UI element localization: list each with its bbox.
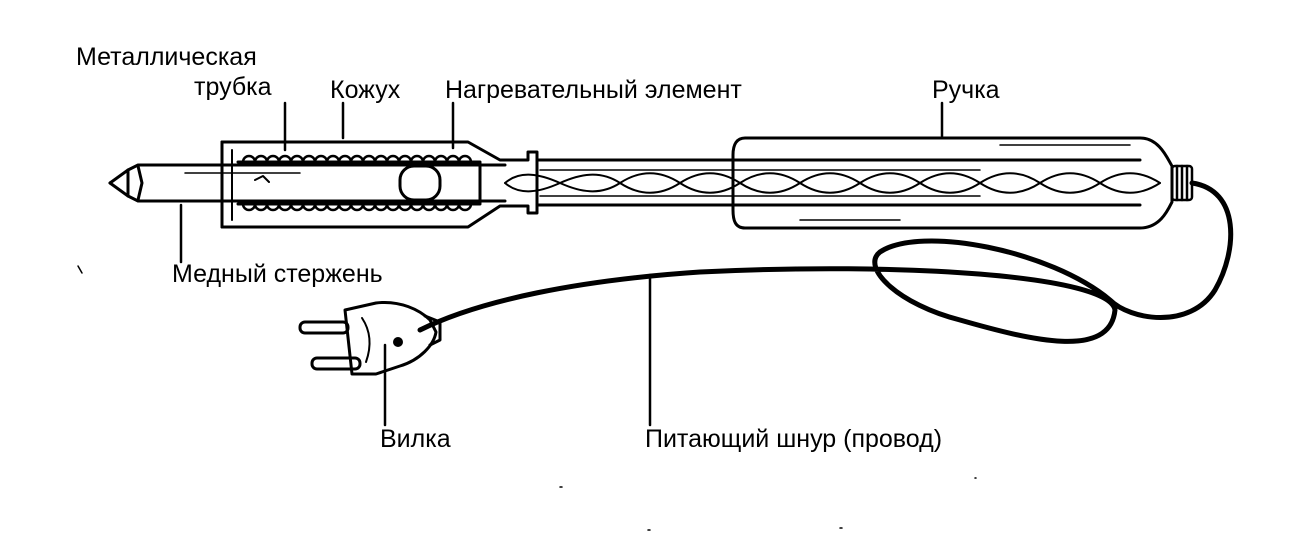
label-copper-rod: Медный стержень xyxy=(172,260,383,288)
metal-tube xyxy=(236,160,482,206)
heating-element-coils xyxy=(241,154,473,212)
label-handle: Ручка xyxy=(932,76,1000,104)
label-plug: Вилка xyxy=(380,425,451,453)
label-heating-element: Нагревательный элемент xyxy=(445,76,742,104)
label-metal-tube-line1: Металлическая xyxy=(76,43,257,71)
strain-relief xyxy=(1170,164,1194,202)
power-cord xyxy=(417,180,1234,344)
plug xyxy=(298,300,442,376)
shaft xyxy=(535,158,1142,207)
label-metal-tube: Металлическая трубка xyxy=(76,42,296,102)
label-casing: Кожух xyxy=(330,76,401,104)
label-metal-tube-line2: трубка xyxy=(194,73,272,101)
twisted-wires xyxy=(504,172,1161,194)
copper-rod xyxy=(108,163,507,203)
leader-lines xyxy=(179,101,944,427)
scan-marks xyxy=(77,265,977,531)
label-power-cord: Питающий шнур (провод) xyxy=(645,425,943,453)
casing xyxy=(220,140,539,229)
handle xyxy=(731,136,1174,230)
